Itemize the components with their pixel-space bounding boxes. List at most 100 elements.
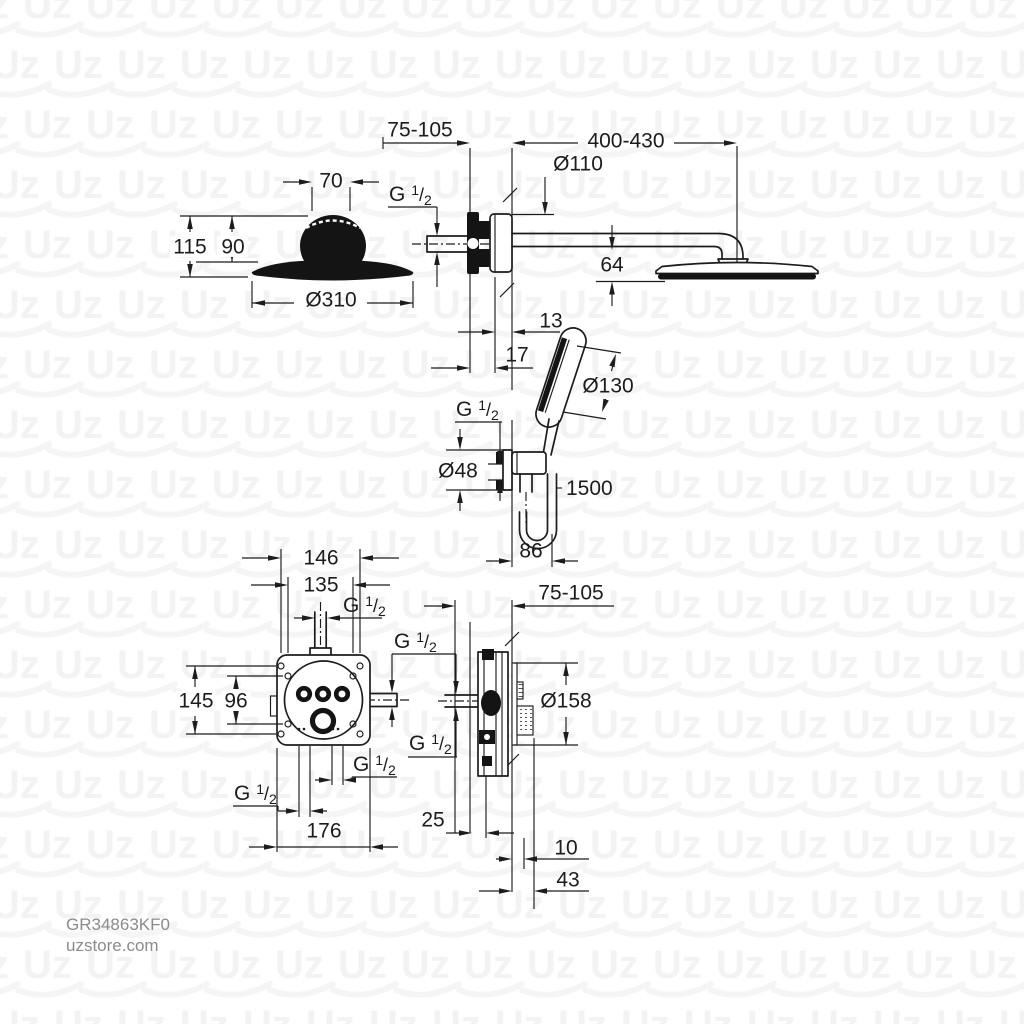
dim-lines-trim (514, 662, 578, 746)
thread-label: G 1/2 (234, 781, 277, 807)
view-valve-side: 75-105 Ø158 G 1/2 25 10 43 (408, 582, 614, 909)
watermark-text: Uz (558, 43, 607, 87)
thread-leader (233, 805, 327, 812)
text-mask (217, 236, 248, 257)
watermark-swoosh (897, 501, 966, 518)
small-knob (516, 681, 524, 700)
watermark-text: Uz (306, 763, 355, 807)
dim-lines-drop (596, 225, 665, 306)
watermark-swoosh (865, 441, 934, 458)
watermark-swoosh (613, 801, 682, 818)
watermark-text: Uz (779, 943, 828, 987)
watermark-swoosh (519, 501, 588, 518)
watermark-text: Uz (621, 403, 670, 447)
arrowhead (602, 398, 609, 412)
dim-height-upper: 90 (221, 236, 244, 259)
watermark-swoosh (487, 801, 556, 818)
watermark-text: Uz (747, 43, 796, 87)
watermark-swoosh (960, 501, 1024, 518)
arrowhead (552, 558, 565, 564)
watermark-swoosh (393, 501, 462, 518)
watermark-text: Uz (999, 883, 1024, 927)
supply-pipe (426, 235, 469, 253)
arrowhead (360, 555, 373, 561)
watermark-text: Uz (117, 1003, 166, 1024)
dim-lines-body-width (249, 748, 398, 852)
watermark-text: Uz (149, 583, 198, 627)
watermark-text: Uz (779, 583, 828, 627)
watermark-text: Uz (0, 1003, 40, 1024)
watermark-text: Uz (779, 223, 828, 267)
watermark-text: Uz (999, 763, 1024, 807)
watermark-text: Uz (23, 703, 72, 747)
screw-hole (356, 730, 364, 738)
watermark-swoosh (834, 21, 903, 38)
arrowhead (457, 365, 470, 371)
screw-hole (277, 662, 285, 670)
watermark-swoosh (550, 921, 619, 938)
watermark-swoosh (613, 321, 682, 338)
watermark-swoosh (991, 567, 1024, 578)
watermark-text: Uz (23, 343, 72, 387)
watermark-swoosh (802, 441, 871, 458)
watermark-text: Uz (212, 463, 261, 507)
watermark-swoosh (141, 621, 210, 638)
watermark-text: Uz (117, 43, 166, 87)
dim-hose-length: 1500 (566, 477, 613, 500)
watermark-text: Uz (0, 583, 9, 627)
watermark-swoosh (802, 321, 871, 338)
arrowhead (486, 830, 499, 836)
arrowhead (389, 680, 395, 693)
watermark-text: Uz (747, 523, 796, 567)
watermark-text: Uz (936, 163, 985, 207)
watermark-text: Uz (810, 643, 859, 687)
watermark-text: Uz (621, 1003, 670, 1024)
watermark-text: Uz (464, 583, 513, 627)
watermark-swoosh (613, 81, 682, 98)
watermark-swoosh (172, 801, 241, 818)
watermark-swoosh (960, 261, 1024, 278)
watermark-text: Uz (716, 343, 765, 387)
watermark-swoosh (361, 321, 430, 338)
watermark-text: Uz (779, 463, 828, 507)
watermark-text: Uz (338, 103, 387, 147)
watermark-text: Uz (684, 1003, 733, 1024)
watermark-swoosh (0, 921, 52, 938)
dim-lines-head-diameter (562, 345, 622, 420)
watermark-text: Uz (243, 403, 292, 447)
watermark-swoosh (78, 981, 147, 998)
watermark-text: Uz (747, 283, 796, 327)
watermark-text: Uz (243, 523, 292, 567)
watermark-text: Uz (558, 523, 607, 567)
face-inner-line (544, 339, 570, 413)
watermark-swoosh (897, 741, 966, 758)
watermark-text: Uz (54, 1003, 103, 1024)
watermark-swoosh (15, 501, 84, 518)
watermark-swoosh (46, 681, 115, 698)
watermark-text: Uz (968, 583, 1017, 627)
watermark-swoosh (550, 201, 619, 218)
watermark-text: Uz (999, 283, 1024, 327)
watermark-text: Uz (968, 343, 1017, 387)
watermark-text: Uz (86, 223, 135, 267)
arrowhead (512, 140, 525, 146)
watermark-text: Uz (0, 403, 40, 447)
watermark-text: Uz (86, 463, 135, 507)
watermark-swoosh (645, 381, 714, 398)
dim-head-drop: 64 (600, 254, 624, 277)
watermark-text: Uz (590, 223, 639, 267)
watermark-swoosh (172, 81, 241, 98)
arrowhead (459, 830, 472, 836)
watermark-swoosh (708, 621, 777, 638)
watermark-text: Uz (590, 463, 639, 507)
watermark-text: Uz (905, 943, 954, 987)
watermark-text: Uz (653, 0, 702, 27)
dim-lines-escutcheon48 (446, 429, 505, 511)
arrowhead (563, 663, 569, 676)
watermark-text: Uz (401, 943, 450, 987)
watermark-text: Uz (338, 0, 387, 27)
thread-label: G 1/2 (394, 629, 437, 655)
supply-pipe (444, 694, 479, 708)
watermark-text: Uz (432, 523, 481, 567)
watermark-swoosh (771, 981, 840, 998)
